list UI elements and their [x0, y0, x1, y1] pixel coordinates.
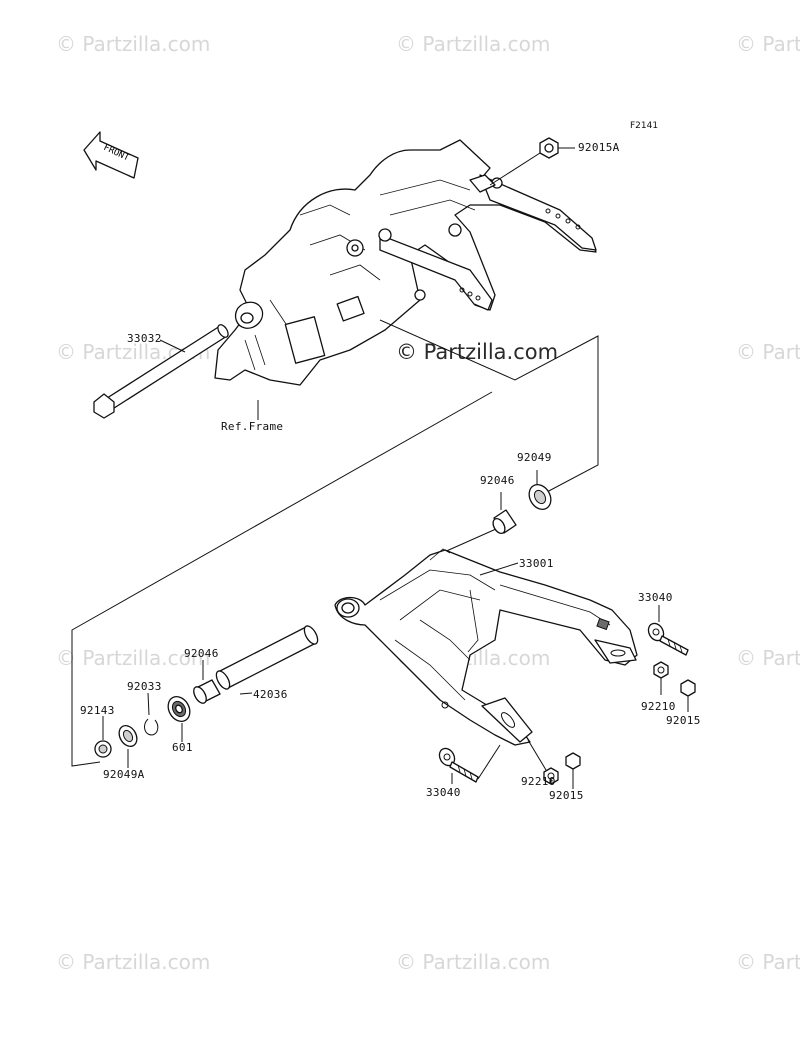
- callout-92210-bottom[interactable]: 92210: [521, 775, 556, 788]
- swing-arm-33001: [334, 548, 638, 746]
- callout-92015-right[interactable]: 92015: [666, 714, 701, 727]
- nuts-right: [653, 661, 696, 712]
- watermark: © Partzilla.com: [736, 950, 800, 974]
- front-arrow-icon: FRONT: [83, 131, 139, 179]
- callout-33032[interactable]: 33032: [127, 332, 162, 345]
- callout-42036[interactable]: 42036: [253, 688, 288, 701]
- watermark: © Partzilla.com: [56, 950, 211, 974]
- callout-92033[interactable]: 92033: [127, 680, 162, 693]
- chain-adjuster-33040-right: [647, 605, 689, 656]
- watermark: © Partzilla.com: [56, 32, 211, 56]
- watermark: © Partzilla.com: [396, 32, 551, 56]
- callout-92015-bottom[interactable]: 92015: [549, 789, 584, 802]
- nut-92015A: [489, 137, 575, 186]
- seal-92049: [528, 470, 552, 510]
- callout-601[interactable]: 601: [172, 741, 193, 754]
- circlip-92033: [144, 692, 159, 736]
- callout-92049A[interactable]: 92049A: [103, 768, 145, 781]
- callout-92046-top[interactable]: 92046: [480, 474, 515, 487]
- ball-bearing-601: [167, 696, 191, 742]
- callout-92046-left[interactable]: 92046: [184, 647, 219, 660]
- collar-92143: [94, 716, 112, 758]
- bearing-92046-left: [193, 660, 221, 704]
- pivot-shaft-33032: [93, 324, 259, 420]
- callout-92049-top[interactable]: 92049: [517, 451, 552, 464]
- callout-33001[interactable]: 33001: [519, 557, 554, 570]
- callout-92210-right[interactable]: 92210: [641, 700, 676, 713]
- callout-92143[interactable]: 92143: [80, 704, 115, 717]
- watermark: © Partzilla.com: [56, 646, 211, 670]
- chain-adjuster-33040-bottom: [438, 744, 501, 784]
- watermark: © Partzilla.com: [396, 950, 551, 974]
- assembly-leader-lines: [71, 319, 599, 767]
- callout-33040-right[interactable]: 33040: [638, 591, 673, 604]
- callout-92015A[interactable]: 92015A: [578, 141, 620, 154]
- ref-frame-label: Ref.Frame: [221, 420, 284, 433]
- diagram-code: F2141: [630, 121, 659, 131]
- collar-42036: [215, 625, 319, 695]
- frame-drawing: [214, 139, 597, 386]
- watermark: © Partzilla.com: [736, 340, 800, 364]
- bearing-92046-top: [492, 492, 517, 535]
- watermark: © Partzilla.com: [736, 32, 800, 56]
- callout-33040-bottom[interactable]: 33040: [426, 786, 461, 799]
- watermark: © Partzilla.com: [736, 646, 800, 670]
- seal-92049A: [118, 725, 138, 768]
- nuts-bottom: [527, 739, 581, 789]
- watermark-center: © Partzilla.com: [396, 340, 559, 364]
